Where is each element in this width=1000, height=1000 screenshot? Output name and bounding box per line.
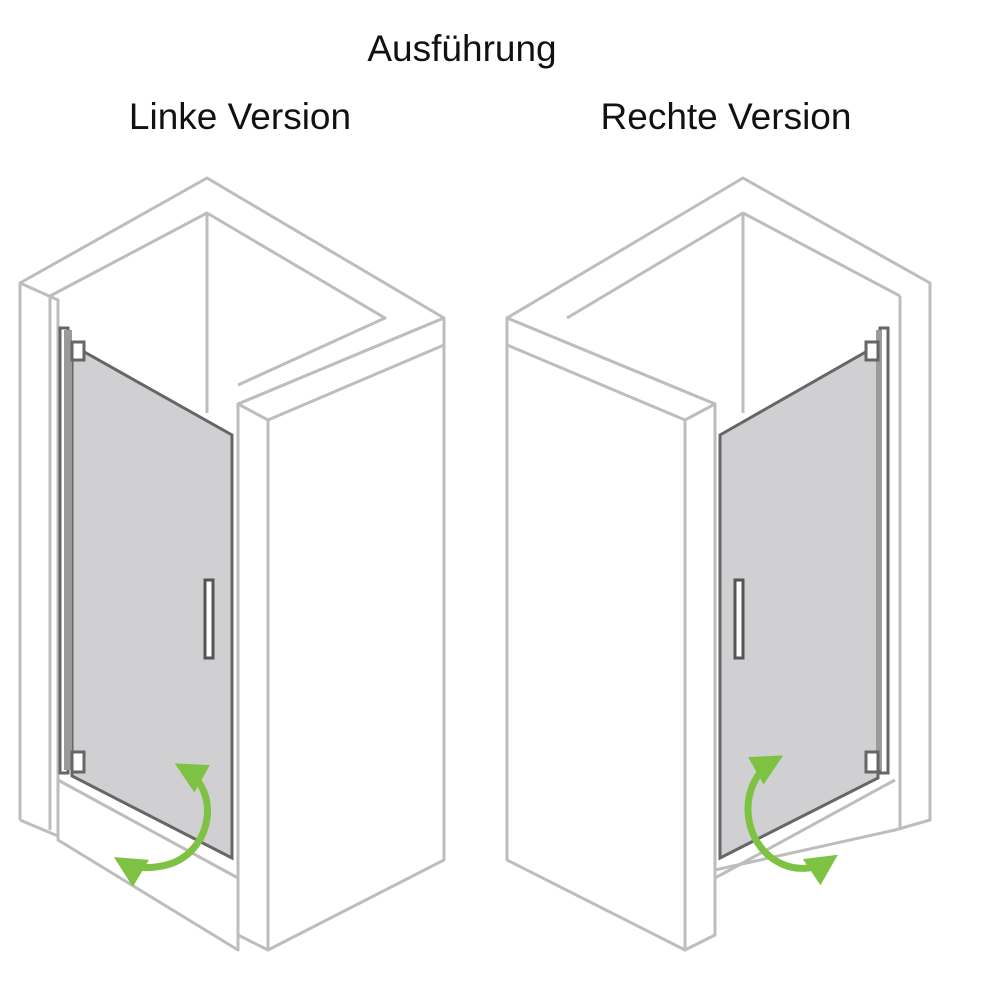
right-front-pillar (505, 316, 717, 952)
left-version-label: Linke Version (128, 96, 352, 137)
right-version-label: Rechte Version (600, 96, 852, 137)
left-front-pillar (236, 316, 446, 952)
right-back-wall-inner (566, 211, 932, 830)
right-version-illustration (505, 176, 932, 952)
left-swing-arrow (113, 763, 211, 887)
right-door-handle (733, 578, 745, 660)
left-back-wall-inner (18, 211, 387, 838)
left-door-handle (203, 578, 215, 660)
right-glass-door (718, 342, 880, 861)
left-hinge-profile (58, 326, 86, 775)
diagram-title: Ausführung (367, 28, 557, 69)
right-hinge-profile (864, 326, 890, 775)
right-swing-arrow (744, 755, 838, 886)
left-version-illustration (18, 176, 446, 952)
